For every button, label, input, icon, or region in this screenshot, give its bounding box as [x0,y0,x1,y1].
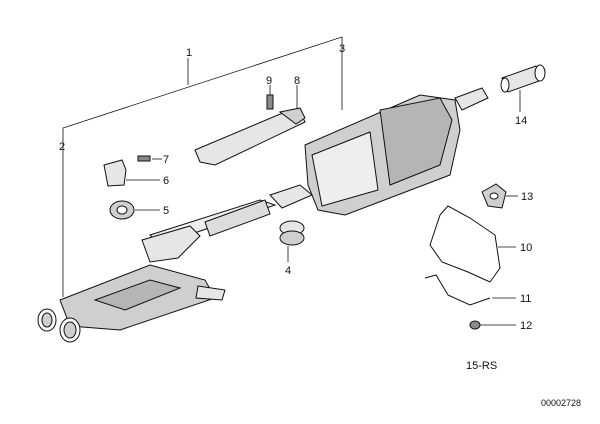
callout-3: 3 [339,43,345,55]
callout-13: 13 [521,191,533,203]
heat-shield-plate [194,111,306,166]
clamp-ring-bottom [279,230,305,246]
group-label: 15-RS [466,360,497,372]
callout-5: 5 [163,205,169,217]
hanger-bracket-6 [103,159,127,187]
intermediate-pipe-inner [204,199,271,237]
hanger-clip-11 [424,274,491,306]
callout-8: 8 [294,75,300,87]
callout-11: 11 [520,293,531,305]
hanger-bracket-assembly [424,205,516,330]
bolt-7 [137,155,151,162]
hanger-strap-10-outer [439,205,501,283]
callout-14: 14 [515,115,527,127]
rear-muffler-front-face [311,131,379,207]
heat-shield-tab [278,107,306,125]
rear-muffler-inlet [269,184,313,209]
front-muffler-shade [93,279,182,311]
pipe-clamp [279,220,305,262]
rubber-ring-hole [489,192,499,200]
callout-7: 7 [163,154,169,166]
rear-muffler-tailpipe [454,87,489,111]
tailpipe-tip-end [534,64,546,82]
nut-12 [469,320,481,330]
callout-12: 12 [520,320,532,332]
heat-shield-bracket [141,225,201,263]
front-muffler-assembly [37,199,277,343]
rubber-ring-13 [481,183,518,209]
callout-10: 10 [520,242,532,254]
callout-6: 6 [163,175,169,187]
small-parts-left [103,155,162,220]
rubber-mount-5-hole [116,205,128,215]
rear-muffler-ribs [379,97,453,186]
assembly-bracket-line [62,36,343,297]
callout-1: 1 [186,47,192,59]
bolt-9 [266,94,274,110]
inlet-pipe-right-bore [63,321,77,339]
assembly-bracket [62,36,343,297]
rear-muffler [269,87,489,216]
heat-shield-strap [194,94,306,166]
callout-9: 9 [266,75,272,87]
tailpipe-tip-start [500,77,510,93]
callout-4: 4 [285,265,291,277]
inlet-pipe-left-bore [41,312,53,328]
tailpipe-tip [500,64,546,112]
drawing-number: 00002728 [541,398,581,408]
callout-2: 2 [59,141,65,153]
mounting-flange [195,285,226,301]
hanger-strap-10-inner [429,214,491,283]
